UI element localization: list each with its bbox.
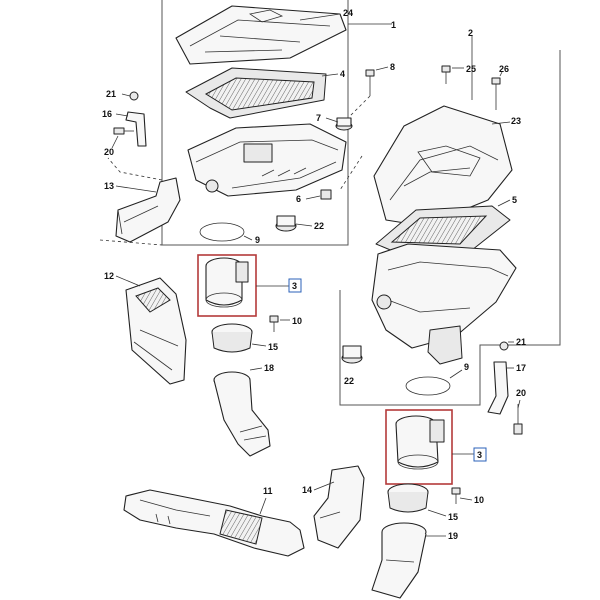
label-22-right: 22 xyxy=(344,376,354,386)
label-1: 1 xyxy=(391,20,396,30)
left-dashed-guide xyxy=(99,239,163,246)
leader-4 xyxy=(321,73,339,77)
label-15-right: 15 xyxy=(448,512,458,522)
label-24: 24 xyxy=(343,8,353,18)
part-grommet-22-left xyxy=(275,215,297,232)
part-bolt-26 xyxy=(491,77,501,110)
part-bracket-left xyxy=(113,91,147,147)
label-25: 25 xyxy=(466,64,476,74)
part-duct-13 xyxy=(115,177,181,243)
part-housing-lower-left xyxy=(187,123,347,197)
label-22-left: 22 xyxy=(314,221,324,231)
leader-14 xyxy=(313,481,335,491)
part-maf-sensor-left xyxy=(205,257,249,308)
label-20-right: 20 xyxy=(516,388,526,398)
leader-11 xyxy=(259,497,267,515)
leader-21-left xyxy=(121,93,131,97)
leader-9-left xyxy=(243,235,253,241)
label-10-left: 10 xyxy=(292,316,302,326)
part-ring-15-right xyxy=(387,483,429,513)
leader-15-right xyxy=(427,509,447,517)
label-18: 18 xyxy=(264,363,274,373)
part-filter-element-right xyxy=(375,205,511,255)
leader-8 xyxy=(375,66,389,71)
part-top-cover-left xyxy=(175,5,347,65)
part-bolt-10-left xyxy=(269,315,279,332)
label-13: 13 xyxy=(104,181,114,191)
label-9-right: 9 xyxy=(464,362,469,372)
label-16: 16 xyxy=(102,109,112,119)
leader-23 xyxy=(491,121,511,125)
part-housing-lower-right xyxy=(371,243,517,365)
label-7: 7 xyxy=(316,113,321,123)
label-9-left: 9 xyxy=(255,235,260,245)
leader-9-right xyxy=(449,369,463,379)
leader-24 xyxy=(299,13,341,21)
part-grommet-6 xyxy=(320,189,332,200)
highlight-box-left xyxy=(197,254,257,317)
label-17: 17 xyxy=(516,363,526,373)
label-20-left: 20 xyxy=(104,147,114,157)
right-assembly-frame xyxy=(339,50,561,406)
leader-8-guide xyxy=(349,95,371,117)
leader-20-left xyxy=(111,135,119,149)
leader-5 xyxy=(497,199,511,207)
part-duct-12 xyxy=(125,277,187,385)
label-19: 19 xyxy=(448,531,458,541)
part-hose-19 xyxy=(371,522,427,599)
label-10-right: 10 xyxy=(474,495,484,505)
leader-12 xyxy=(115,275,141,287)
part-seal-9-left xyxy=(199,222,245,242)
label-3-left: 3 xyxy=(292,281,297,291)
label-12: 12 xyxy=(104,271,114,281)
ref-box-3-right xyxy=(473,447,487,462)
part-bolt-10-right xyxy=(451,487,461,504)
label-14: 14 xyxy=(302,485,312,495)
leader-20-right xyxy=(517,399,521,409)
leader-15-left xyxy=(251,343,267,347)
part-bracket-right xyxy=(487,341,523,435)
highlight-box-right xyxy=(385,409,453,485)
leader-22-left xyxy=(295,223,313,227)
part-bolt-25 xyxy=(441,65,451,84)
part-duct-14 xyxy=(313,465,365,549)
part-maf-sensor-right xyxy=(395,415,445,470)
part-duct-11 xyxy=(123,489,305,557)
label-8: 8 xyxy=(390,62,395,72)
label-26: 26 xyxy=(499,64,509,74)
part-filter-element-left xyxy=(185,67,327,119)
leader-6 xyxy=(305,195,321,200)
part-grommet-7 xyxy=(335,117,353,131)
part-top-cover-right xyxy=(373,105,513,227)
label-21-right: 21 xyxy=(516,337,526,347)
leader-26 xyxy=(499,71,503,77)
left-dashed-guide-2 xyxy=(107,157,163,181)
label-2: 2 xyxy=(468,28,473,38)
part-seal-9-right xyxy=(405,376,451,396)
leader-13 xyxy=(115,185,157,193)
label-11: 11 xyxy=(263,486,273,496)
part-grommet-22-right xyxy=(341,345,363,364)
label-6: 6 xyxy=(296,194,301,204)
leader-10-right xyxy=(459,497,473,501)
leader-7 xyxy=(325,117,339,123)
label-4: 4 xyxy=(340,69,345,79)
right-dashed-guide xyxy=(339,155,363,191)
part-ring-15-left xyxy=(211,323,253,353)
label-5: 5 xyxy=(512,195,517,205)
part-hose-18 xyxy=(213,371,271,457)
label-15-left: 15 xyxy=(268,342,278,352)
label-23: 23 xyxy=(511,116,521,126)
label-3-right: 3 xyxy=(477,450,482,460)
part-bolt-8 xyxy=(365,69,375,96)
leader-16 xyxy=(115,113,129,117)
label-21-left: 21 xyxy=(106,89,116,99)
leader-18 xyxy=(249,367,263,371)
ref-box-3-left xyxy=(288,278,302,293)
